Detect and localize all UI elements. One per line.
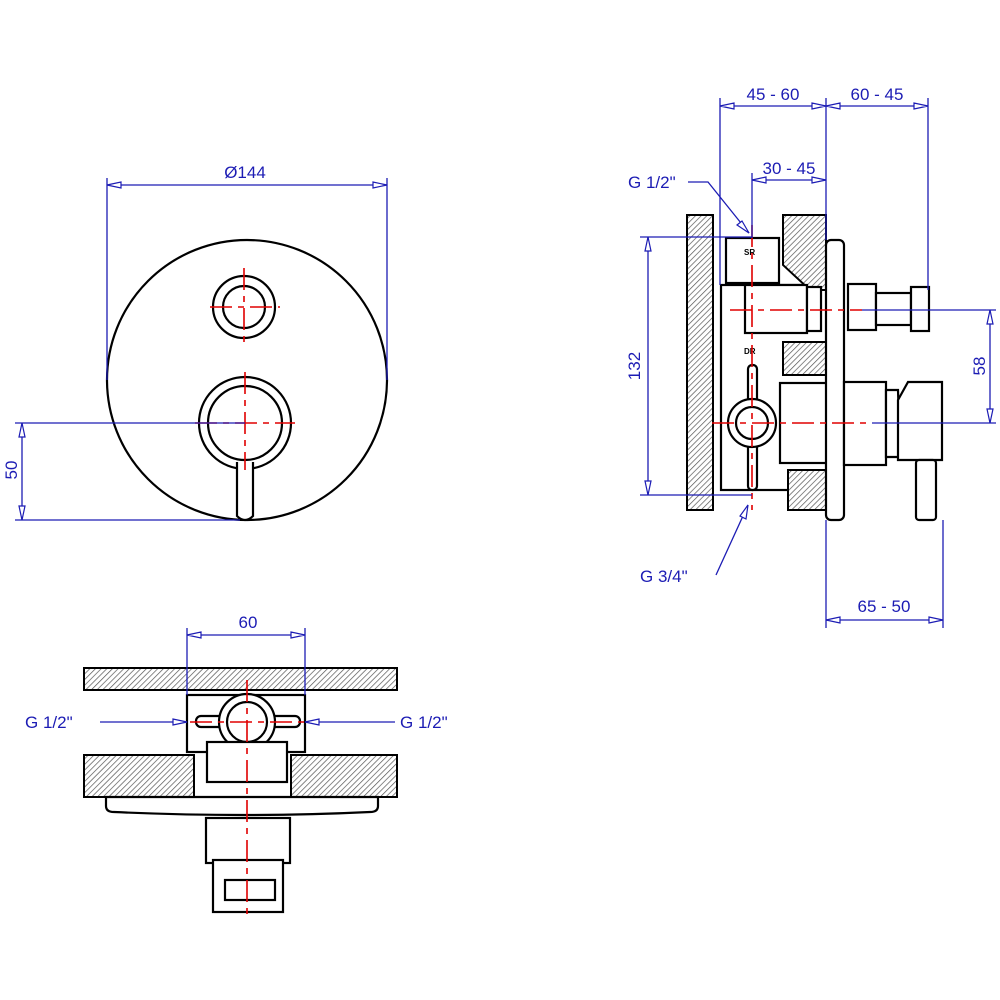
- front-view: Ø144 50: [2, 163, 389, 522]
- arrow-right: [304, 718, 320, 726]
- arrow-g34: [739, 504, 749, 520]
- dim-diameter-label: Ø144: [224, 163, 266, 182]
- upper-cartridge: [743, 283, 809, 335]
- cover-plate-side: [824, 238, 846, 522]
- dim-arrows: [644, 236, 652, 496]
- button-head: [909, 285, 931, 333]
- dim-45-60-label: 45 - 60: [747, 85, 800, 104]
- handle-inner: [223, 878, 277, 902]
- outlet-g34-label: G 3/4": [640, 567, 688, 586]
- wall-left: [686, 214, 714, 511]
- dim-60-45-label: 60 - 45: [851, 85, 904, 104]
- inlet-g12-label: G 1/2": [628, 173, 676, 192]
- dim-58-label: 58: [970, 357, 989, 376]
- dim-arrows: [825, 616, 944, 624]
- dim-132-label: 132: [625, 352, 644, 380]
- dim-arrows: [186, 631, 306, 639]
- dim-65-50-label: 65 - 50: [858, 597, 911, 616]
- tag-dr: DR: [744, 347, 756, 356]
- cover-plate-edge: [104, 795, 380, 817]
- dim-arrows: [751, 176, 827, 184]
- handle-body: [204, 816, 292, 865]
- arrow-g12: [735, 220, 750, 234]
- handle-head: [896, 380, 944, 462]
- lever-side: [914, 458, 938, 522]
- dim-arrows: [986, 309, 994, 424]
- lever: [235, 462, 255, 522]
- button-stem: [846, 282, 878, 332]
- wall-lower-right: [787, 469, 827, 511]
- dim-50-label: 50: [2, 461, 21, 480]
- tag-sr: SR: [744, 248, 755, 257]
- upper-cartridge-ring: [805, 285, 823, 333]
- arrow-left: [172, 718, 188, 726]
- button-shaft: [874, 291, 913, 327]
- wall-upper-right: [782, 214, 827, 291]
- side-view: SR DR 58 132 4: [625, 85, 996, 628]
- dim-30-45-label: 30 - 45: [763, 159, 816, 178]
- dim-60-label: 60: [239, 613, 258, 632]
- wall-front-left: [83, 754, 195, 798]
- wall-front-right: [290, 754, 398, 798]
- bottom-view: 60 G 1/2" G 1/2": [25, 613, 448, 915]
- leader-g12: [688, 181, 750, 234]
- dim-arrows: [18, 422, 26, 521]
- inlet-right-label: G 1/2": [400, 713, 448, 732]
- wall-back: [83, 667, 398, 691]
- dim-arrows: [106, 181, 388, 189]
- wall-mid-right: [782, 341, 827, 376]
- dim-arrows: [719, 102, 929, 110]
- inlet-left-label: G 1/2": [25, 713, 73, 732]
